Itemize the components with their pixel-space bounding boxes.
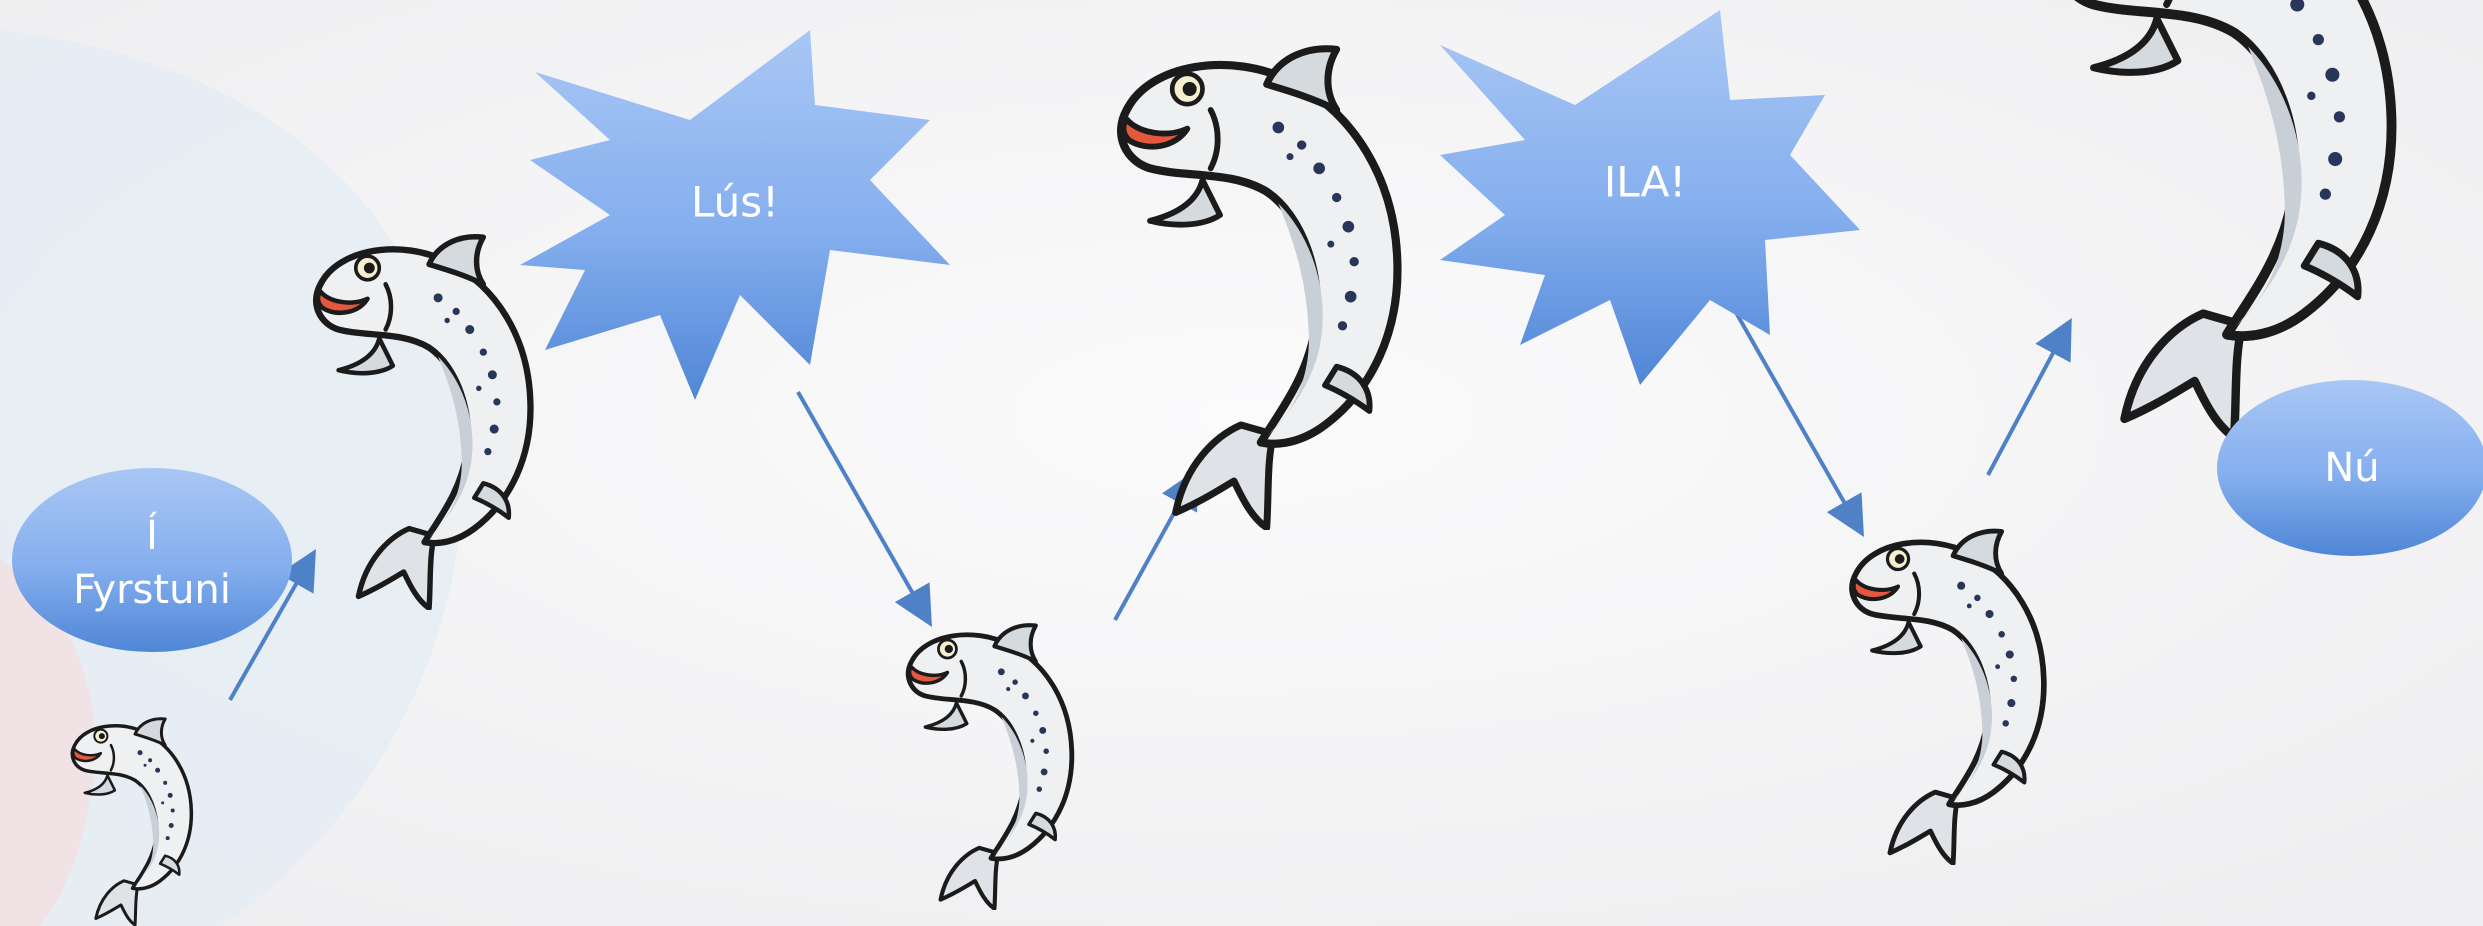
start-bubble: Í Fyrstuni <box>12 468 292 652</box>
end-bubble-label: Nú <box>2324 445 2379 491</box>
burst-ila-label: ILA! <box>1604 158 1686 207</box>
burst-lus-label: Lús! <box>691 178 779 227</box>
start-bubble-line1: Í <box>146 511 158 559</box>
start-bubble-line2: Fyrstuni <box>73 567 231 613</box>
end-bubble: Nú <box>2217 380 2483 556</box>
